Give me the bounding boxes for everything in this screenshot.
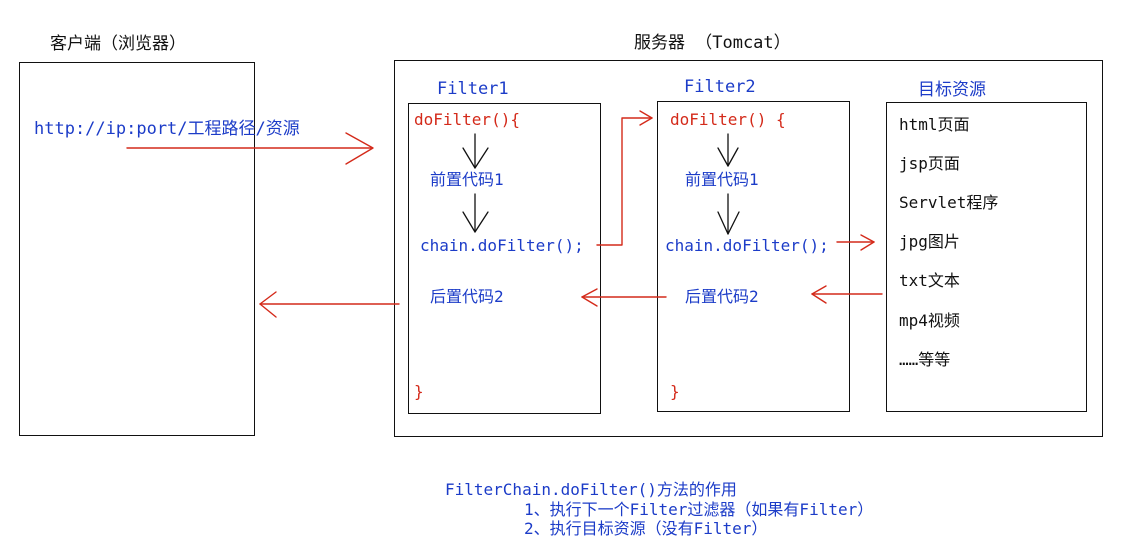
server-box bbox=[394, 60, 1103, 437]
filter1-to-filter2-arrow bbox=[596, 110, 653, 246]
target-item: jsp页面 bbox=[899, 154, 960, 173]
filter1-dofilter-close: } bbox=[414, 382, 424, 401]
filter2-to-filter1-arrow bbox=[581, 288, 667, 307]
target-to-filter2-arrow bbox=[811, 285, 883, 304]
filter1-title: Filter1 bbox=[437, 79, 509, 99]
request-url: http://ip:port/工程路径/资源 bbox=[34, 119, 300, 139]
target-box bbox=[886, 102, 1087, 412]
client-box bbox=[19, 62, 255, 436]
target-item: txt文本 bbox=[899, 271, 960, 290]
server-title: 服务器 （Tomcat） bbox=[634, 33, 791, 53]
filter2-dofilter-open: doFilter() { bbox=[670, 110, 786, 129]
filter1-pre-code: 前置代码1 bbox=[430, 170, 504, 189]
filter1-down-arrows bbox=[462, 133, 489, 233]
notes-heading: FilterChain.doFilter()方法的作用 bbox=[445, 480, 737, 499]
target-item: ……等等 bbox=[899, 350, 951, 369]
request-arrow bbox=[126, 132, 374, 165]
filter1-box bbox=[408, 103, 601, 414]
filter2-to-target-arrow bbox=[836, 234, 875, 251]
target-item: mp4视频 bbox=[899, 311, 960, 330]
filter2-down-arrows bbox=[717, 133, 740, 235]
filter2-box bbox=[657, 101, 850, 412]
target-title: 目标资源 bbox=[918, 80, 986, 100]
filter1-dofilter-open: doFilter(){ bbox=[414, 110, 520, 129]
notes-line-1: 1、执行下一个Filter过滤器（如果有Filter） bbox=[524, 500, 874, 519]
target-item: Servlet程序 bbox=[899, 193, 999, 212]
filter2-chain-dofilter: chain.doFilter(); bbox=[665, 236, 829, 255]
filter2-post-code: 后置代码2 bbox=[685, 287, 759, 306]
filter2-title: Filter2 bbox=[684, 77, 756, 97]
notes-line-2: 2、执行目标资源（没有Filter） bbox=[524, 519, 768, 538]
filter2-pre-code: 前置代码1 bbox=[685, 170, 759, 189]
client-title: 客户端（浏览器） bbox=[50, 34, 186, 54]
target-item: html页面 bbox=[899, 115, 970, 134]
filter1-chain-dofilter: chain.doFilter(); bbox=[420, 236, 584, 255]
target-item: jpg图片 bbox=[899, 232, 960, 251]
response-arrow bbox=[259, 291, 400, 318]
filter2-dofilter-close: } bbox=[670, 382, 680, 401]
filter1-post-code: 后置代码2 bbox=[430, 287, 504, 306]
